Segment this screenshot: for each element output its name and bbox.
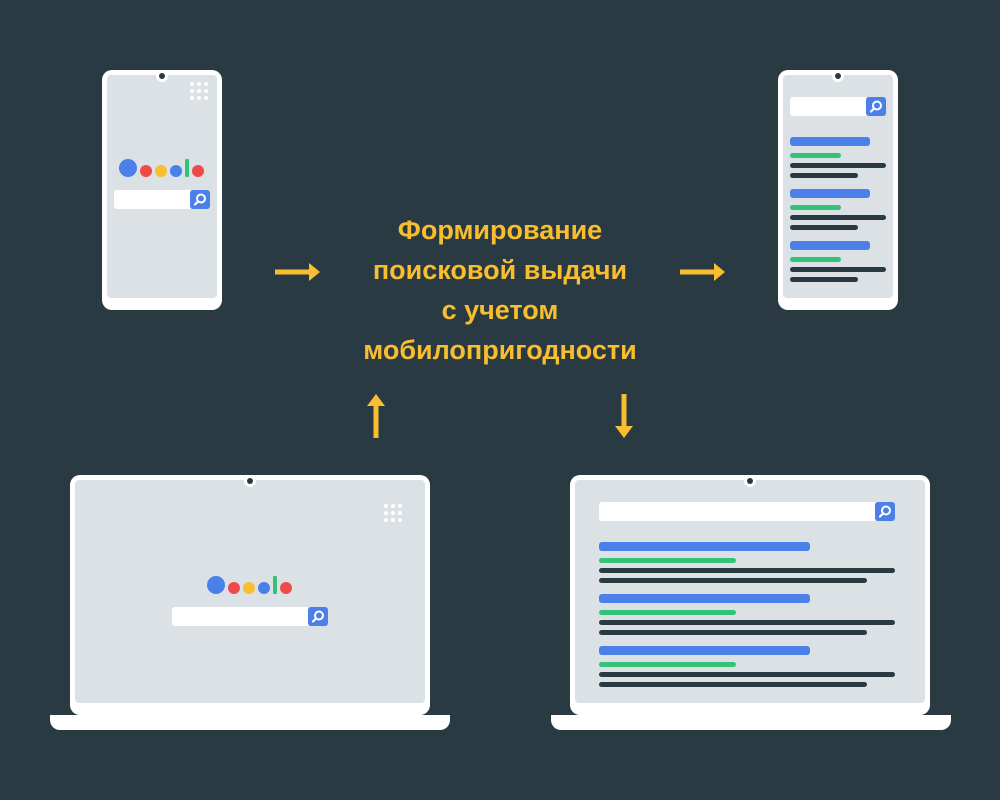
camera-notch-icon	[156, 70, 168, 82]
apps-grid-icon[interactable]	[190, 82, 210, 102]
results-search-button[interactable]	[875, 502, 895, 521]
result-text-line	[790, 215, 886, 220]
results-search-input[interactable]	[599, 502, 877, 521]
result-text-line	[790, 163, 886, 168]
result-text-line	[790, 277, 858, 282]
laptop-search-device	[70, 475, 430, 715]
result-url-line	[599, 558, 736, 563]
headline-line-3: с учетом	[441, 295, 559, 325]
search-icon	[878, 505, 891, 518]
result-text-line	[599, 672, 895, 677]
result-text-line	[790, 173, 858, 178]
result-text-line	[599, 630, 867, 635]
laptop-base	[50, 715, 450, 730]
headline-line-2: поисковой выдачи	[372, 255, 628, 285]
logo-blue-dot	[119, 159, 137, 177]
logo-yellow-dot	[243, 582, 255, 594]
result-title-line	[599, 542, 810, 551]
result-url-line	[790, 153, 841, 158]
logo-red-dot	[140, 165, 152, 177]
result-text-line	[790, 267, 886, 272]
search-button[interactable]	[308, 607, 328, 626]
result-url-line	[599, 610, 736, 615]
logo-blue-small-dot	[258, 582, 270, 594]
search-button[interactable]	[190, 190, 210, 209]
laptop-base	[551, 715, 951, 730]
search-icon	[193, 193, 206, 206]
arrow-down-icon	[615, 394, 633, 438]
logo-red-dot-2	[192, 165, 204, 177]
camera-notch-icon	[832, 70, 844, 82]
logo-blue-dot	[207, 576, 225, 594]
apps-grid-icon[interactable]	[384, 504, 404, 524]
logo-green-bar	[273, 576, 277, 594]
logo-red-dot-2	[280, 582, 292, 594]
arrow-right-icon	[275, 263, 320, 281]
result-url-line	[790, 257, 841, 262]
result-text-line	[790, 225, 858, 230]
result-text-line	[599, 568, 895, 573]
result-title-line	[790, 189, 870, 198]
arrow-right-icon	[680, 263, 725, 281]
search-icon	[311, 610, 324, 623]
phone-search-screen	[107, 75, 217, 298]
arrow-up-icon	[367, 394, 385, 438]
result-url-line	[790, 205, 841, 210]
result-url-line	[599, 662, 736, 667]
results-search-input[interactable]	[790, 97, 868, 116]
logo-yellow-dot	[155, 165, 167, 177]
logo-green-bar	[185, 159, 189, 177]
result-title-line	[599, 594, 810, 603]
result-text-line	[599, 620, 895, 625]
result-text-line	[599, 578, 867, 583]
logo-blue-small-dot	[170, 165, 182, 177]
camera-notch-icon	[244, 475, 256, 487]
result-title-line	[790, 241, 870, 250]
results-search-button[interactable]	[866, 97, 886, 116]
search-input[interactable]	[172, 607, 310, 626]
headline-line-4: мобилопригодности	[363, 335, 637, 365]
diagram-headline: Формирование поисковой выдачи с учетом м…	[300, 210, 700, 370]
result-title-line	[790, 137, 870, 146]
logo-red-dot	[228, 582, 240, 594]
result-text-line	[599, 682, 867, 687]
search-icon	[869, 100, 882, 113]
camera-notch-icon	[744, 475, 756, 487]
result-title-line	[599, 646, 810, 655]
headline-line-1: Формирование	[397, 215, 603, 245]
search-input[interactable]	[114, 190, 192, 209]
